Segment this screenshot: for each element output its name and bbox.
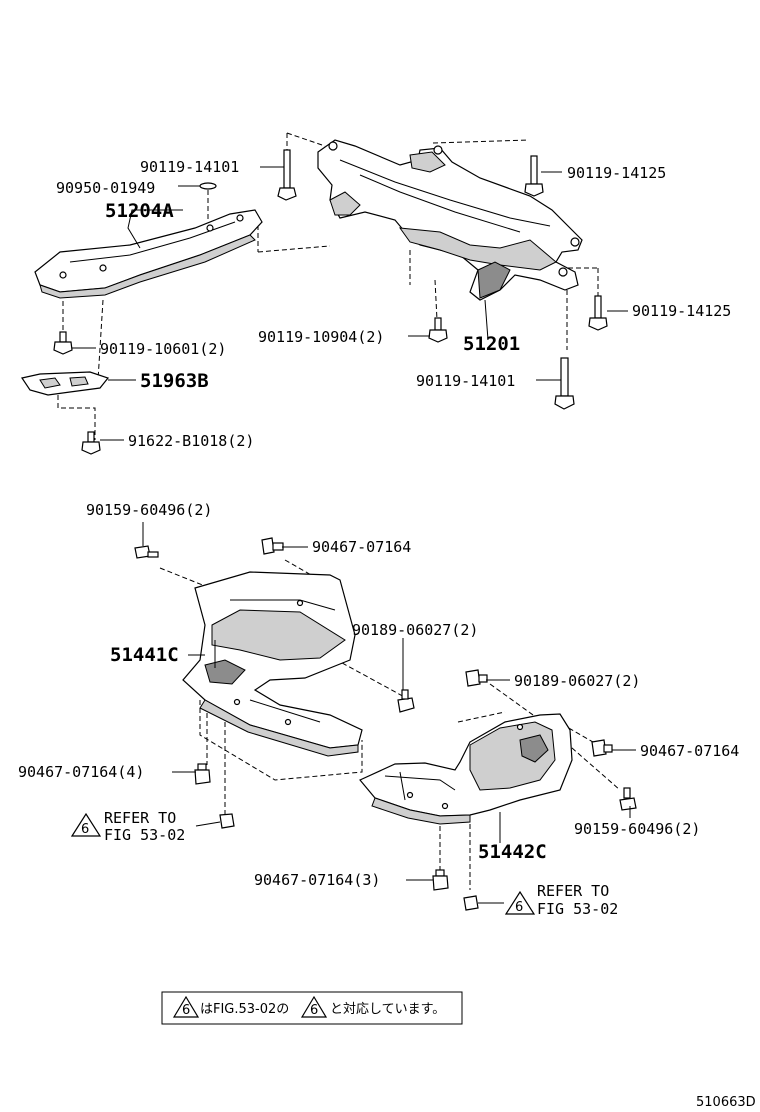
label-90119-10904: 90119-10904(2) [258,328,384,346]
bolt-91622-b1018 [81,431,101,455]
label-51442c: 51442C [478,841,547,863]
label-51441c: 51441C [110,644,179,666]
triangle-6-icon [70,812,102,837]
label-90119-14101-a: 90119-14101 [140,158,239,176]
label-90119-14125-a: 90119-14125 [567,164,666,182]
label-90467-07164-a: 90467-07164 [312,538,411,556]
clip-refer-a [219,813,235,829]
svg-text:6: 6 [515,900,523,915]
svg-text:FIG 53-02: FIG 53-02 [104,826,185,844]
triangle-6-icon [504,890,536,915]
label-91622-b1018: 91622-B1018(2) [128,432,254,450]
triangle-6-icon [300,995,328,1018]
label-90119-14125-b: 90119-14125 [632,302,731,320]
bolt-90119-10601 [53,331,73,355]
label-90119-10601: 90119-10601(2) [100,340,226,358]
label-51963b: 51963B [140,370,209,392]
top-leaders [72,166,628,441]
refer-callout-a: 6 REFER TO FIG 53-02 [70,809,221,844]
label-90119-14101-b: 90119-14101 [416,372,515,390]
label-90467-07164-b: 90467-07164 [640,742,739,760]
bolt-90119-14101-b [554,357,575,410]
svg-text:と対応しています。: と対応しています。 [330,1002,445,1017]
crossmember-51201 [317,139,583,301]
figure-code: 510663D [696,1095,756,1110]
label-90467-07164-d: 90467-07164(3) [254,871,380,889]
label-90159-60496-b: 90159-60496(2) [574,820,700,838]
clip-refer-b [463,895,479,911]
refer-callout-b: 6 REFER TO FIG 53-02 [478,882,618,918]
bolt-90119-14125-a [524,155,544,197]
svg-text:REFER TO: REFER TO [104,809,176,827]
label-90950-01949: 90950-01949 [56,179,155,197]
svg-text:6: 6 [182,1003,190,1018]
cover-51441c [182,571,363,757]
clip-90467-07164-a [261,537,284,555]
cover-51442c [359,713,573,825]
svg-text:FIG 53-02: FIG 53-02 [537,900,618,918]
label-90189-06027-b: 90189-06027(2) [514,672,640,690]
triangle-6-icon [172,995,200,1018]
clip-90467-07164-c [194,763,211,785]
svg-text:6: 6 [310,1003,318,1018]
clip-90189-06027-b [465,669,488,687]
top-guide-lines [57,132,599,440]
clip-90467-07164-d [432,869,449,891]
svg-text:REFER TO: REFER TO [537,882,609,900]
svg-text:はFIG.53-02の: はFIG.53-02の [200,1002,289,1017]
bottom-leaders [142,522,636,881]
clip-90189-06027-a [397,689,415,713]
label-51201: 51201 [463,333,520,355]
plug-90950-01949 [199,182,217,190]
label-90159-60496-a: 90159-60496(2) [86,501,212,519]
clip-90467-07164-b [591,739,613,757]
brace-51204a [34,209,263,299]
bolt-90119-14125-b [588,295,608,331]
bolt-90119-10904 [428,317,448,343]
bolt-90119-14101-a [277,149,297,201]
bracket-51963b [21,371,110,396]
label-90189-06027-a: 90189-06027(2) [352,621,478,639]
label-51204a: 51204A [105,200,174,222]
label-90467-07164-c: 90467-07164(4) [18,763,144,781]
svg-text:6: 6 [81,822,89,837]
screw-90159-60496-a [134,545,159,559]
screw-90159-60496-b [619,787,637,811]
legend-note: 6 はFIG.53-02の 6 と対応しています。 [161,991,463,1025]
